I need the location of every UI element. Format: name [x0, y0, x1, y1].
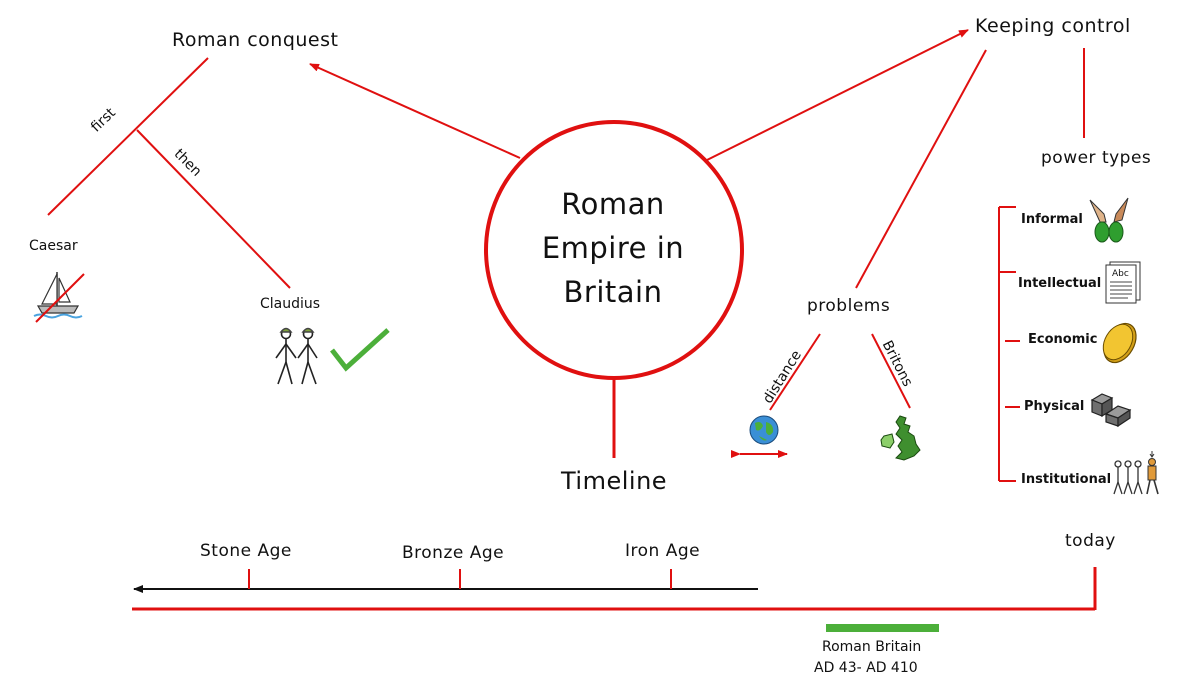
svg-text:Abc: Abc	[1112, 269, 1129, 279]
roman-britain-bar	[826, 624, 939, 632]
conquest-main-line	[47, 57, 209, 216]
power-type-physical: Physical	[1024, 399, 1085, 414]
caesar-label: Caesar	[29, 238, 78, 254]
control-title: Keeping control	[975, 15, 1131, 37]
stone-wall-icon	[1090, 393, 1132, 428]
center-line-2: Empire in	[541, 231, 685, 265]
timeline-title: Timeline	[561, 467, 668, 495]
stone-age-label: Stone Age	[200, 541, 292, 561]
document-abc-icon: Abc	[1105, 261, 1141, 304]
sailing-boat-crossed-icon	[33, 272, 85, 323]
british-isles-map-icon	[880, 415, 921, 461]
green-tick-icon	[330, 328, 390, 372]
arrow-to-control	[706, 29, 969, 161]
center-line-1: Roman	[561, 187, 665, 221]
power-type-institutional: Institutional	[1021, 472, 1112, 487]
center-title: Roman Empire in Britain	[485, 182, 741, 314]
power-types-label: power types	[1041, 148, 1152, 168]
bronze-age-label: Bronze Age	[402, 543, 505, 563]
problems-distance-line	[769, 333, 821, 411]
power-type-informal: Informal	[1021, 212, 1083, 227]
roman-britain-label: Roman Britain	[822, 639, 922, 655]
globe-icon	[749, 415, 779, 445]
today-label: today	[1065, 531, 1116, 551]
center-line-3: Britain	[563, 275, 663, 309]
power-type-economic: Economic	[1028, 332, 1098, 347]
problems-britons-line	[871, 333, 911, 409]
power-type-intellectual: Intellectual	[1018, 276, 1102, 291]
conquest-title: Roman conquest	[172, 29, 339, 51]
arrow-to-conquest	[309, 63, 521, 159]
claudius-label: Claudius	[260, 296, 321, 312]
control-to-problems	[855, 49, 987, 289]
handshake-icon	[1089, 197, 1129, 243]
gold-coin-icon	[1102, 322, 1137, 364]
soldiers-icon	[275, 327, 318, 385]
conquest-then-line	[136, 129, 291, 289]
iron-age-label: Iron Age	[625, 541, 701, 561]
people-queue-icon	[1113, 451, 1159, 495]
roman-britain-dates: AD 43- AD 410	[814, 660, 918, 676]
problems-title: problems	[807, 296, 891, 316]
